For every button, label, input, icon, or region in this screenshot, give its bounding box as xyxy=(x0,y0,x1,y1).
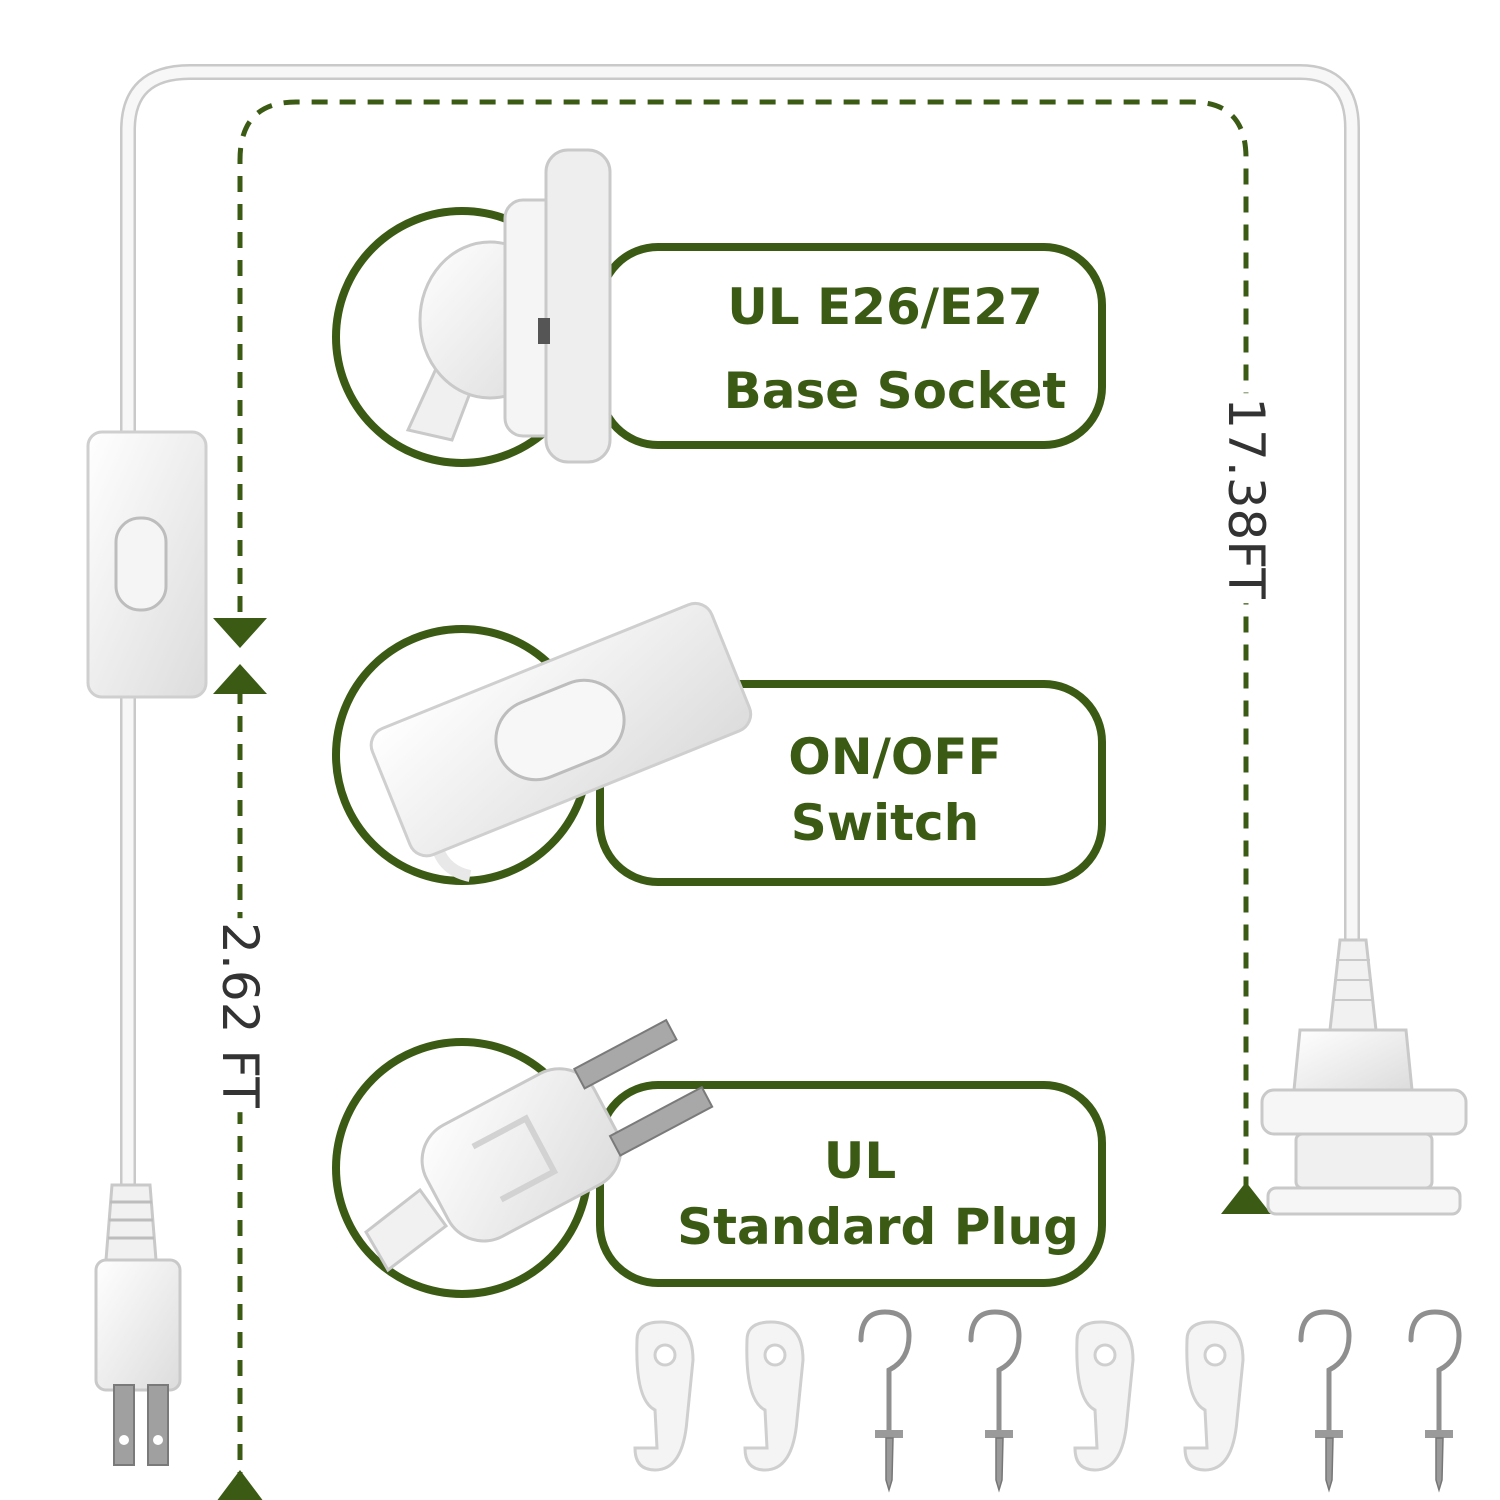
cup-hook-icon xyxy=(1298,1309,1352,1493)
power-cord xyxy=(120,64,1360,1298)
arrow-up-icon xyxy=(217,1470,263,1500)
switch-to-plug-label: 2.62 FT xyxy=(211,918,269,1112)
cord-clip-icon xyxy=(1073,1320,1135,1472)
hanging-socket xyxy=(1260,938,1468,1216)
switch-detail-image xyxy=(369,601,753,882)
cup-hook-icon xyxy=(1408,1309,1462,1493)
arrow-up-icon xyxy=(213,664,267,694)
socket-subtitle: Base Socket xyxy=(723,362,1067,420)
plug-subtitle: Standard Plug xyxy=(677,1198,1079,1256)
switch-subtitle: Switch xyxy=(790,794,980,852)
cord-clip-icon xyxy=(1183,1320,1245,1472)
callout-plug xyxy=(332,1018,1106,1298)
callout-socket xyxy=(332,148,1106,467)
socket-title: UL E26/E27 xyxy=(727,278,1043,336)
switch-title: ON/OFF xyxy=(788,728,1002,786)
dimension-arrows xyxy=(213,618,1271,1500)
cord-clip-icon xyxy=(743,1320,805,1472)
plug-detail-image xyxy=(364,1018,714,1273)
power-plug xyxy=(94,1183,182,1466)
total-length-line xyxy=(237,99,1249,1196)
socket-detail-image xyxy=(405,148,612,464)
plug-title: UL xyxy=(823,1132,897,1190)
arrow-down-icon xyxy=(213,618,267,648)
callout-switch xyxy=(332,601,1106,886)
accessory-row xyxy=(633,1309,1462,1493)
total-length-label: 17.38FT xyxy=(1217,393,1275,603)
inline-switch xyxy=(86,430,208,699)
cord-clip-icon xyxy=(633,1320,695,1472)
cup-hook-icon xyxy=(858,1309,912,1493)
cup-hook-icon xyxy=(968,1309,1022,1493)
arrow-up-icon xyxy=(1221,1182,1271,1214)
